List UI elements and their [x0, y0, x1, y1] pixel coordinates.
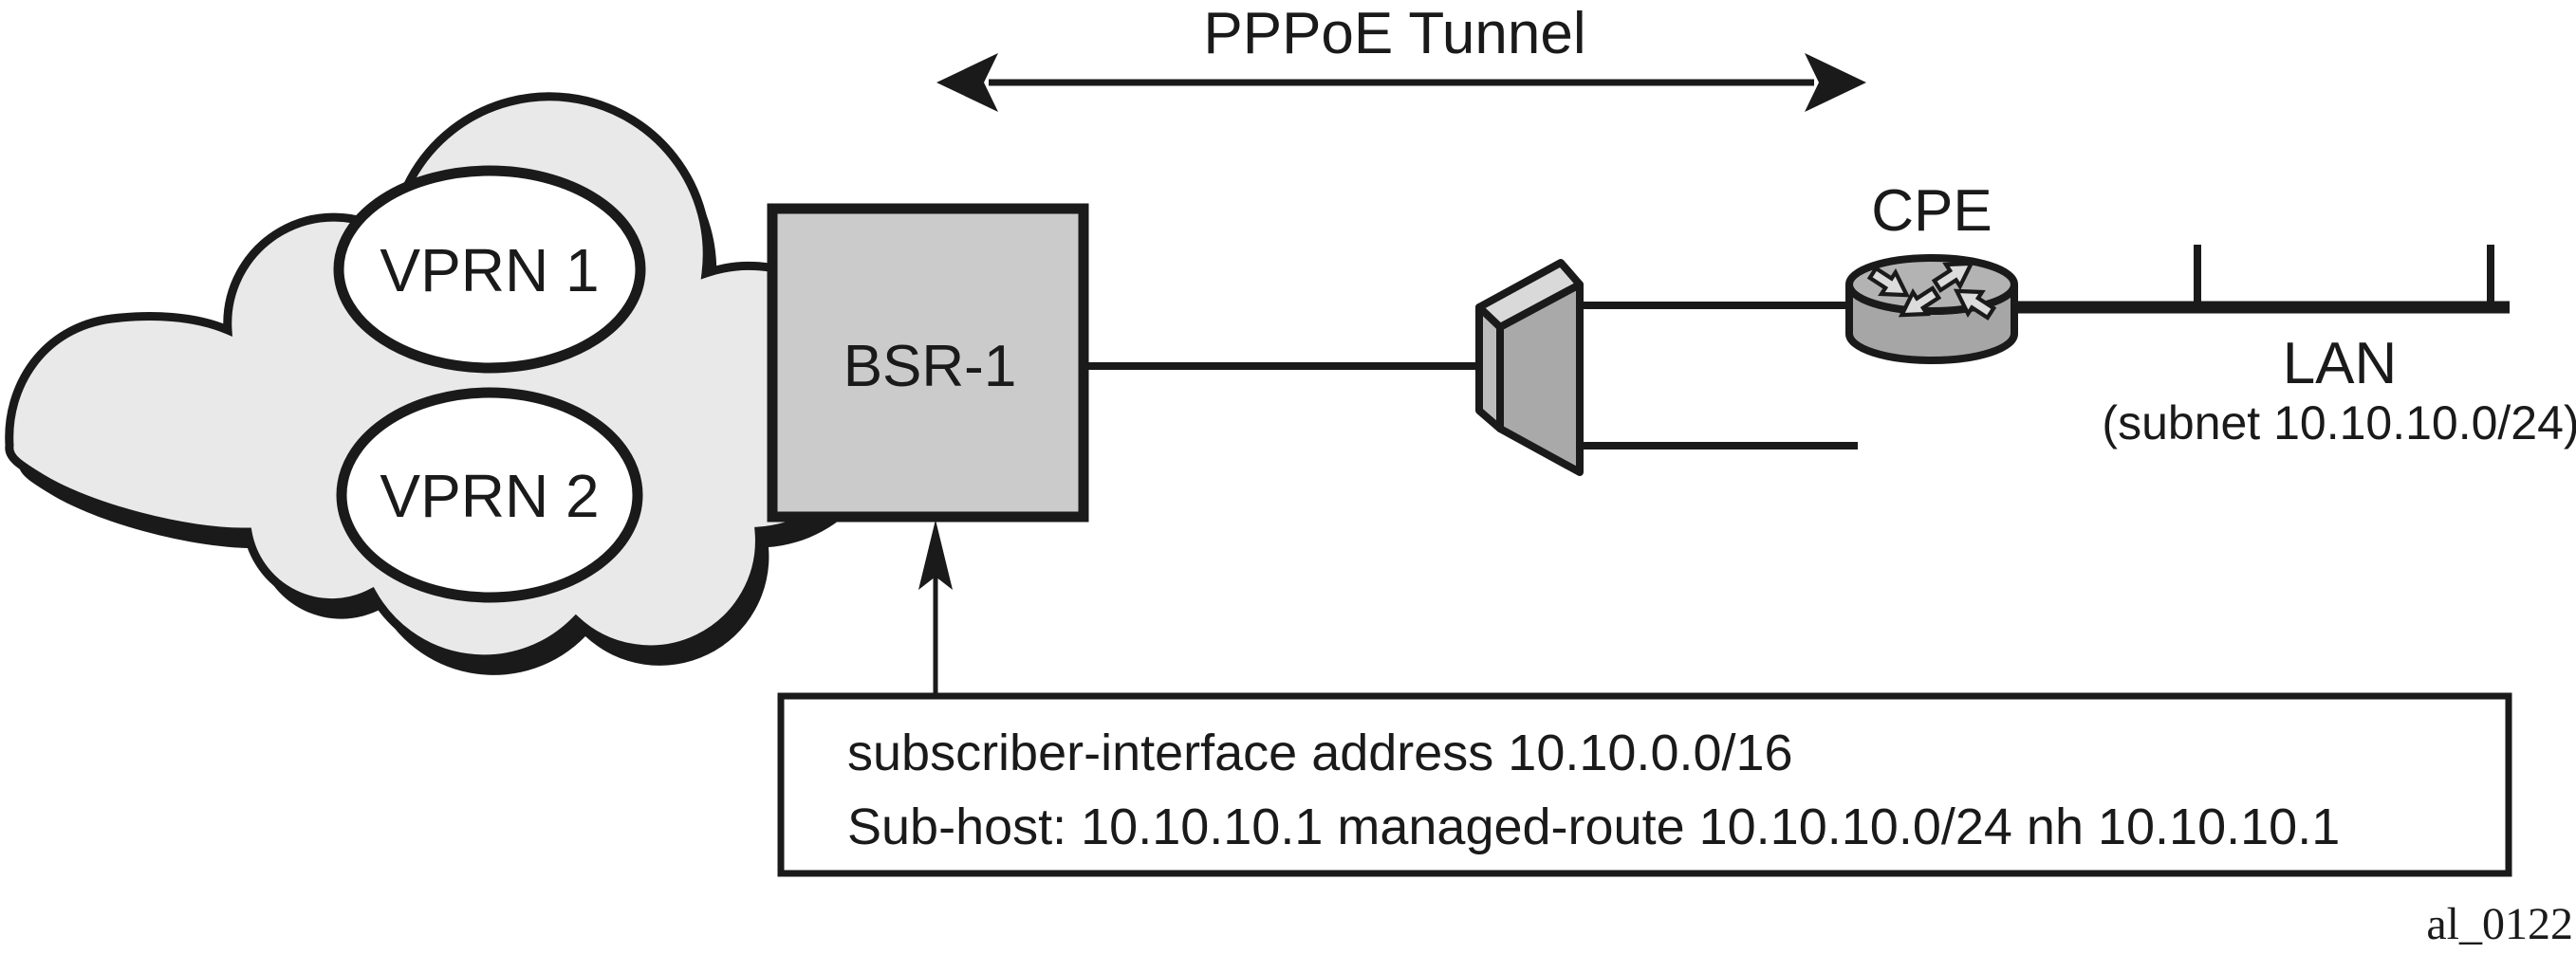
annotation-arrowhead-icon [918, 520, 953, 590]
bsr1-box [767, 203, 1089, 523]
annotation-callout-arrow [918, 520, 953, 695]
cpe-label: CPE [1871, 178, 1992, 244]
cpe-router [1845, 252, 2018, 364]
pppoe-tunnel-label: PPPoE Tunnel [1203, 1, 1585, 66]
dslam-wedge-front-face [1496, 281, 1584, 476]
vprn1-label: VPRN 1 [380, 236, 599, 304]
figure-id-label: al_0122 [2426, 899, 2573, 949]
pppoe-arrowhead-left-icon [936, 53, 998, 112]
annotation-box [777, 692, 2512, 877]
annotation-line2: Sub-host: 10.10.10.1 managed-route 10.10… [847, 798, 2340, 855]
dslam-wedge [1475, 259, 1584, 476]
bsr1-label: BSR-1 [843, 334, 1017, 399]
vprn2-label: VPRN 2 [380, 462, 599, 530]
pppoe-tunnel-arrow [936, 53, 1866, 112]
annotation-line1: subscriber-interface address 10.10.0.0/1… [847, 725, 1793, 781]
lan-label: LAN [2283, 331, 2398, 396]
vprn1-ellipse [333, 165, 646, 374]
lan-subnet-label: (subnet 10.10.10.0/24) [2102, 396, 2576, 449]
vprn2-ellipse [336, 387, 643, 603]
pppoe-arrowhead-right-icon [1805, 53, 1866, 112]
